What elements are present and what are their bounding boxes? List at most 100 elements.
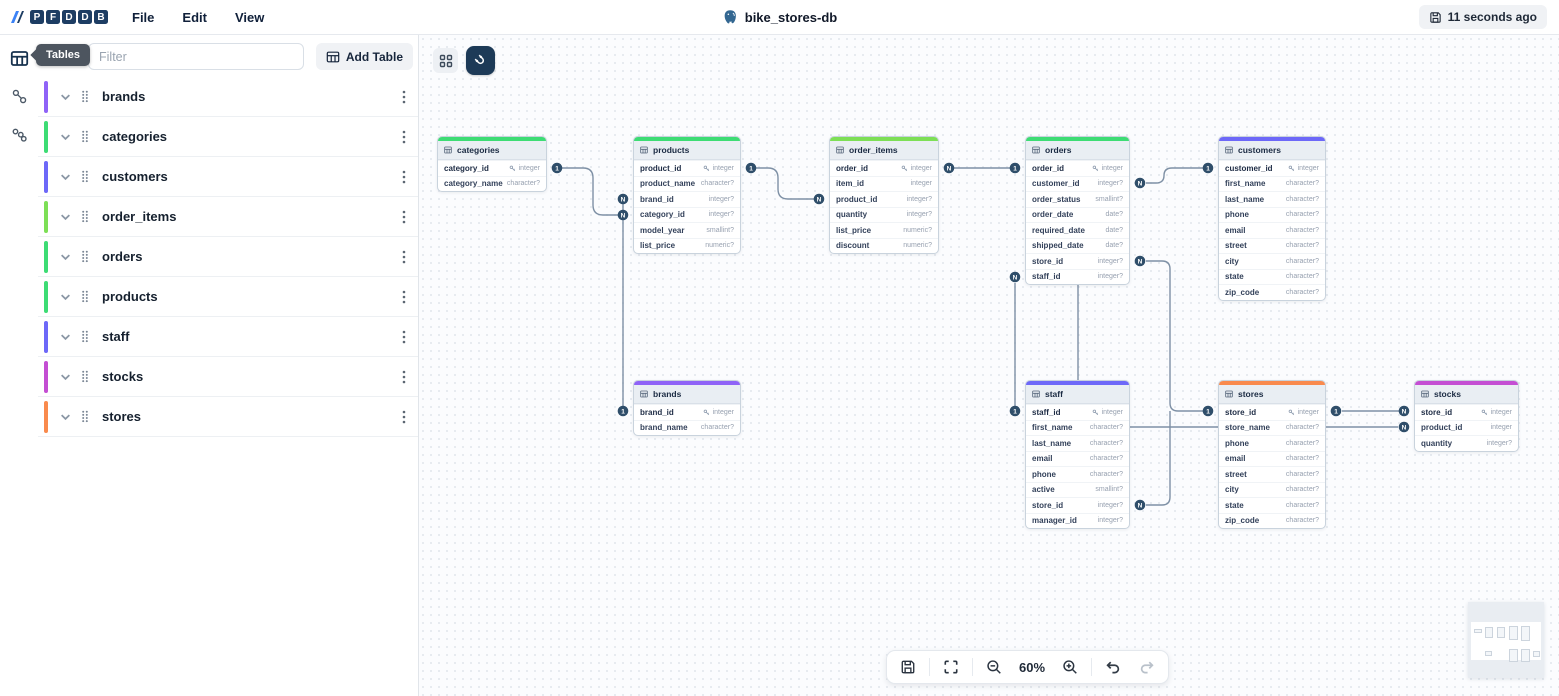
zoom-level[interactable]: 60%	[1019, 659, 1046, 675]
drag-handle[interactable]	[81, 370, 89, 383]
snap-tool-button[interactable]	[466, 46, 495, 75]
expand-chevron[interactable]	[60, 413, 71, 421]
table-options-button[interactable]	[400, 288, 408, 306]
table-header[interactable]: customers	[1219, 141, 1325, 160]
table-header[interactable]: brands	[634, 385, 740, 404]
drag-handle[interactable]	[81, 290, 89, 303]
diagram-canvas[interactable]	[419, 35, 1559, 696]
drag-handle[interactable]	[81, 210, 89, 223]
sidebar-item-orders[interactable]: orders	[38, 237, 418, 277]
table-options-button[interactable]	[400, 408, 408, 426]
expand-chevron[interactable]	[60, 93, 71, 101]
drag-handle[interactable]	[81, 330, 89, 343]
table-options-button[interactable]	[400, 208, 408, 226]
sidebar-item-staff[interactable]: staff	[38, 317, 418, 357]
table-options-button[interactable]	[400, 88, 408, 106]
table-header[interactable]: categories	[438, 141, 546, 160]
table-header[interactable]: stocks	[1415, 385, 1518, 404]
relationship-line-2[interactable]	[756, 167, 814, 200]
menu-edit[interactable]: Edit	[182, 9, 207, 25]
table-options-button[interactable]	[400, 328, 408, 346]
table-options-button[interactable]	[400, 248, 408, 266]
filter-input[interactable]	[88, 43, 304, 70]
expand-chevron[interactable]	[60, 213, 71, 221]
sidebar-item-stocks[interactable]: stocks	[38, 357, 418, 397]
sidebar-item-categories[interactable]: categories	[38, 117, 418, 157]
sidebar-item-stores[interactable]: stores	[38, 397, 418, 437]
minimap[interactable]	[1468, 602, 1544, 678]
sidebar-item-brands[interactable]: brands	[38, 77, 418, 117]
document-title[interactable]: bike_stores-db	[722, 9, 837, 25]
tab-subject-areas[interactable]	[6, 121, 32, 147]
redo-button[interactable]	[1132, 654, 1162, 680]
sidebar-item-order_items[interactable]: order_items	[38, 197, 418, 237]
grid-view-button[interactable]	[433, 48, 458, 73]
table-header[interactable]: orders	[1026, 141, 1129, 160]
add-table-button[interactable]: Add Table	[315, 43, 413, 70]
table-header[interactable]: stores	[1219, 385, 1325, 404]
table-options-button[interactable]	[400, 368, 408, 386]
sidebar-item-customers[interactable]: customers	[38, 157, 418, 197]
expand-chevron[interactable]	[60, 133, 71, 141]
relationship-line-6[interactable]	[1146, 260, 1203, 412]
drag-handle[interactable]	[81, 410, 89, 423]
expand-chevron[interactable]	[60, 293, 71, 301]
tab-tables[interactable]	[6, 45, 32, 71]
save-button[interactable]	[893, 654, 923, 680]
table-header[interactable]: products	[634, 141, 740, 160]
drag-handle[interactable]	[81, 170, 89, 183]
relationship-line-7[interactable]	[1146, 411, 1171, 506]
fit-view-button[interactable]	[936, 654, 966, 680]
zoom-out-button[interactable]	[979, 654, 1009, 680]
expand-chevron[interactable]	[60, 333, 71, 341]
drag-handle[interactable]	[81, 130, 89, 143]
